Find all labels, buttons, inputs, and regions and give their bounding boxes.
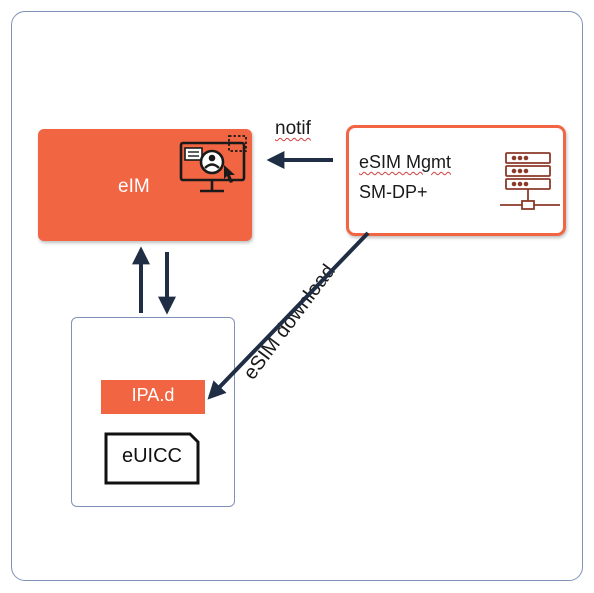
esim-download-arrow bbox=[207, 231, 370, 400]
ipa-d-box bbox=[101, 380, 205, 414]
euicc-label: eUICC bbox=[121, 445, 182, 467]
server-network-icon bbox=[500, 152, 560, 210]
notif-label: notif bbox=[275, 118, 311, 139]
sm-dp-line2: SM-DP+ bbox=[359, 182, 428, 202]
device-box bbox=[71, 317, 235, 507]
sm-dp-box bbox=[346, 125, 566, 236]
eim-label: eIM bbox=[118, 176, 150, 197]
ipa-d-label: IPA.d bbox=[131, 385, 175, 405]
sm-dp-line1-text: eSIM Mgmt bbox=[359, 152, 452, 172]
computer-user-icon bbox=[179, 135, 247, 193]
eim-box bbox=[38, 129, 252, 241]
sim-card-icon bbox=[104, 432, 200, 485]
diagram-frame bbox=[11, 11, 583, 581]
sm-dp-line1: eSIM Mgmt bbox=[359, 152, 451, 173]
